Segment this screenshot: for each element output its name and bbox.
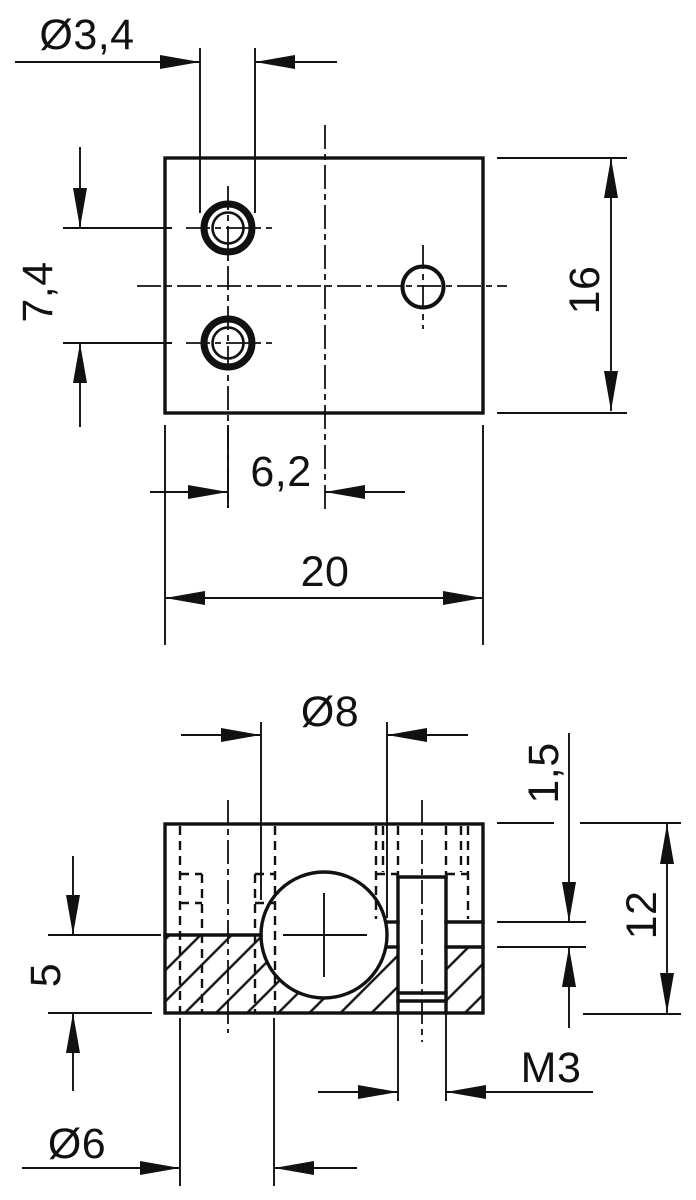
dim-label-block-width: 20: [301, 548, 350, 596]
section-centerlines: [227, 800, 423, 1042]
section-hatching: [165, 935, 483, 1013]
dim-hole-offset: 6,2: [150, 425, 405, 508]
dim-label-block-thickness: 12: [618, 891, 666, 940]
dim-label-thread-hole-diameter: Ø3,4: [39, 11, 134, 59]
threaded-hole-bottom: [200, 315, 256, 371]
top-view-outline: [163, 156, 485, 415]
dim-label-block-height: 16: [561, 266, 609, 315]
hidden-screw-pocket: [374, 826, 470, 919]
dim-thread-hole-diameter: Ø3,4: [15, 11, 337, 213]
section-outline: [163, 822, 485, 1015]
screw-hole-top-view: [400, 264, 446, 310]
dim-label-bore-height: 5: [22, 963, 70, 987]
dim-block-width: 20: [164, 425, 484, 645]
dim-label-hole-offset: 6,2: [250, 448, 311, 496]
dim-label-counterbore-diameter: Ø6: [48, 1120, 106, 1168]
dim-block-thickness: 12: [583, 824, 681, 1015]
dim-bore-height: 5: [22, 856, 161, 1091]
section-view: Ø8 1,5 12: [22, 688, 681, 1186]
top-view-centerlines: [137, 125, 507, 510]
hidden-left-holes: [178, 826, 277, 1013]
dim-thread-spec: M3: [318, 1008, 593, 1101]
dim-label-thread-spec: M3: [521, 1044, 582, 1092]
top-view: Ø3,4 7,4 16 6,2: [14, 11, 627, 645]
dim-counterbore-diameter: Ø6: [22, 1018, 357, 1186]
dim-label-bore-diameter: Ø8: [301, 688, 359, 736]
dim-hole-pitch-vertical: 7,4: [14, 147, 172, 427]
threaded-hole-top: [200, 200, 256, 256]
dim-block-height: 16: [497, 157, 627, 414]
dim-label-hole-pitch-vertical: 7,4: [14, 261, 62, 322]
dim-label-lip-thickness: 1,5: [520, 742, 568, 803]
dim-lip-thickness: 1,5: [497, 733, 681, 1028]
set-screw: [396, 875, 448, 1015]
dim-bore-diameter: Ø8: [181, 688, 468, 918]
